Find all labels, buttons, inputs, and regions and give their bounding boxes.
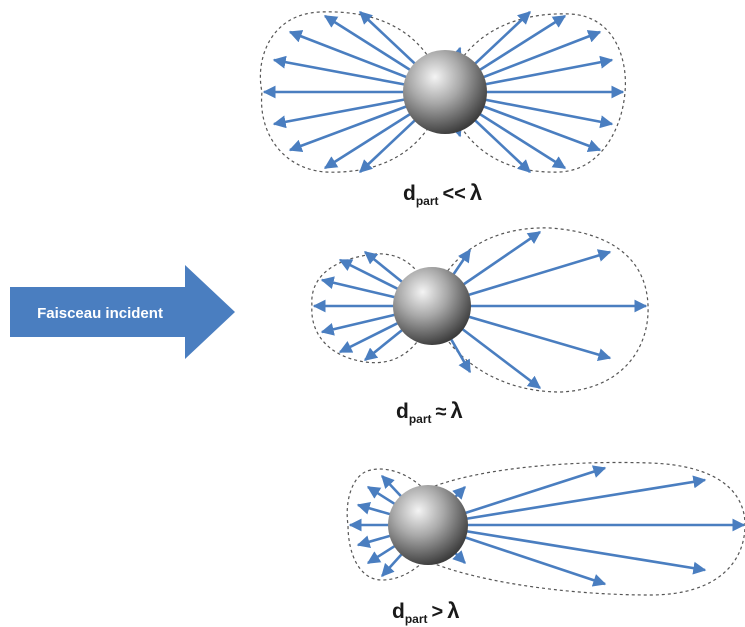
scattered-ray-arrow: [427, 475, 707, 527]
scattering-pattern-medium-particle: [311, 227, 649, 393]
particle-sphere: [388, 485, 468, 565]
scattering-pattern-large-particle: [346, 461, 745, 596]
caption-subscript: part: [415, 194, 439, 208]
caption-lambda: λ: [450, 398, 463, 423]
caption-d: d: [403, 182, 416, 205]
scattering-envelope: [346, 461, 745, 596]
caption-d: d: [396, 400, 409, 423]
scattered-ray-arrow: [427, 523, 707, 575]
caption-d: d: [392, 600, 405, 623]
caption-small-particle: dpart<<λ: [403, 180, 483, 208]
caption-subscript: part: [404, 612, 428, 626]
caption-medium-particle: dpart≈λ: [396, 398, 463, 426]
particle-sphere: [403, 50, 487, 134]
caption-relation: ≈: [435, 401, 447, 423]
incident-beam-label: Faisceau incident: [37, 305, 163, 322]
caption-lambda: λ: [447, 598, 460, 623]
caption-large-particle: dpart>λ: [392, 598, 460, 626]
caption-relation: <<: [442, 183, 466, 205]
caption-lambda: λ: [469, 180, 483, 205]
caption-subscript: part: [408, 412, 432, 426]
scattering-envelope: [311, 227, 649, 393]
incident-beam-arrow: [10, 265, 235, 359]
caption-relation: >: [431, 601, 444, 623]
particle-sphere: [393, 267, 471, 345]
scattering-pattern-small-particle: [259, 11, 627, 173]
